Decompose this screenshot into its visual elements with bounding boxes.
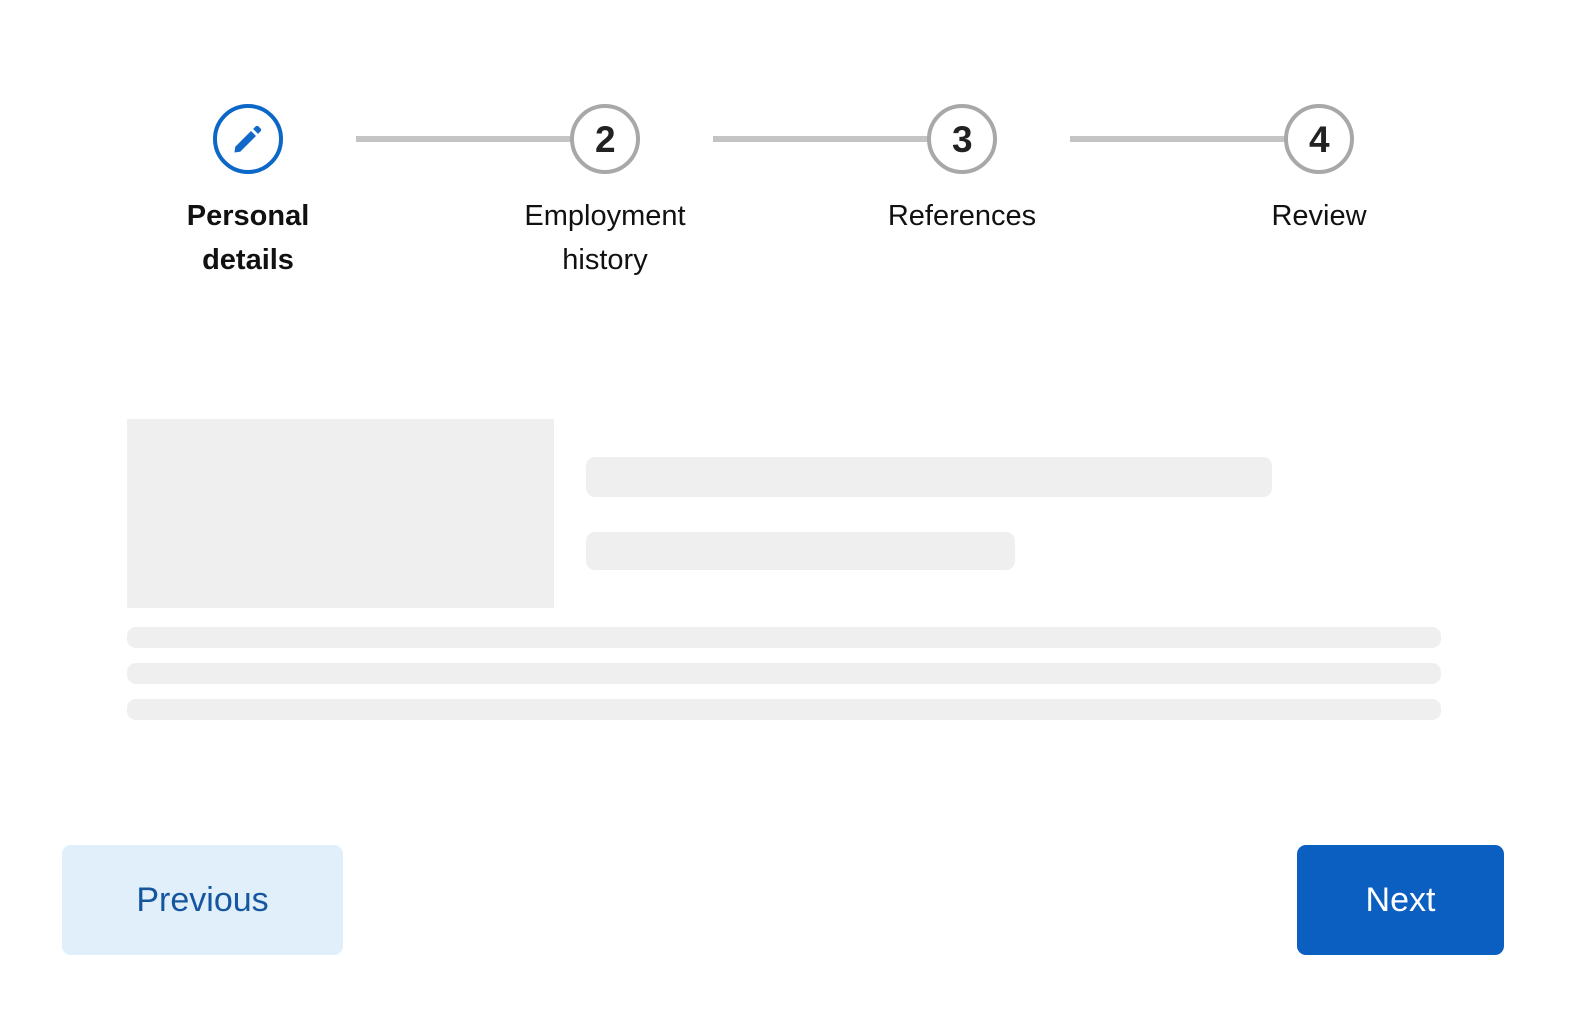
stepper-circle-1[interactable] [213,104,283,174]
text-line-placeholder [127,663,1441,684]
footer-actions: Previous Next [0,845,1596,955]
stepper-circle-4[interactable]: 4 [1284,104,1354,174]
stepper-label-4: Review [1271,200,1367,232]
text-line-placeholder [586,457,1272,497]
stepper-connector-2-3 [713,136,997,142]
stepper-label-3: References [887,200,1037,232]
previous-button[interactable]: Previous [62,845,343,955]
stepper-connector-3-4 [1070,136,1354,142]
pencil-icon [230,121,266,157]
progress-stepper: Personal details 2 Employment history 3 … [70,104,1497,314]
stepper-number-2: 2 [594,118,616,160]
text-line-placeholder [127,627,1441,648]
stepper-number-3: 3 [951,118,973,160]
stepper-step-references[interactable]: 3 References [784,104,1141,238]
image-placeholder [127,419,554,608]
stepper-number-4: 4 [1308,118,1330,160]
text-line-placeholder [586,532,1015,570]
stepper-step-employment-history[interactable]: 2 Employment history [427,104,784,282]
stepper-label-2: Employment history [524,200,686,276]
stepper-circle-3[interactable]: 3 [927,104,997,174]
stepper-label-1: Personal details [186,200,310,276]
next-button[interactable]: Next [1297,845,1504,955]
stepper-circle-2[interactable]: 2 [570,104,640,174]
stepper-step-personal-details[interactable]: Personal details [70,104,427,282]
stepper-connector-1-2 [356,136,640,142]
text-line-placeholder [127,699,1441,720]
stepper-step-review[interactable]: 4 Review [1141,104,1498,238]
